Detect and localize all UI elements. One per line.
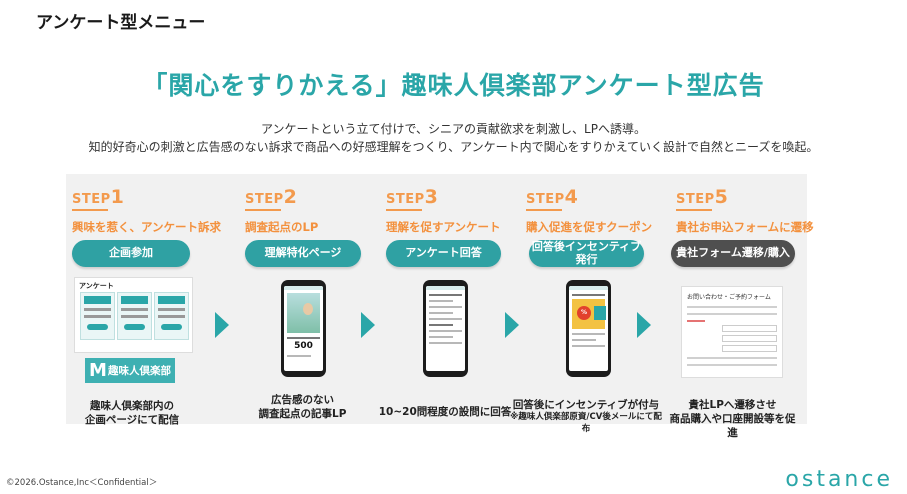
- arrow-right-icon: [505, 312, 519, 338]
- step-1-label: STEP1: [72, 186, 125, 208]
- survey-card: [80, 292, 115, 340]
- step-1-title: 興味を惹く、アンケート訴求: [72, 220, 222, 234]
- step-1-underline: [72, 209, 108, 211]
- survey-card: [154, 292, 189, 340]
- step-5-underline: [676, 209, 712, 211]
- step-2-caption: 広告感のない調査起点の記事LP: [258, 394, 347, 421]
- step-2-title: 調査起点のLP: [245, 220, 319, 234]
- survey-card: [117, 292, 152, 340]
- arrow-right-icon: [215, 312, 229, 338]
- step-5-caption: 貴社LPへ遷移させ商品購入や口座開設等を促進: [669, 399, 796, 440]
- subtitle-line-2: 知的好奇心の刺激と広告感のない訴求で商品への好感理解をつくり、アンケート内で関心…: [88, 140, 819, 154]
- lp-price: 500: [294, 341, 313, 351]
- step-4-caption: 回答後にインセンティブが付与※趣味人倶楽部原資/CV後メールにて配布: [510, 399, 662, 434]
- step-2-pill: 理解特化ページ: [245, 240, 361, 267]
- step-2: STEP2 調査起点のLP: [245, 186, 395, 235]
- step-5: STEP5 貴社お申込フォームに遷移: [676, 186, 826, 235]
- step-4: STEP4 購入促進を促すクーポン: [526, 186, 676, 235]
- step-1-caption: 趣味人倶楽部内の企画ページにて配信: [84, 400, 180, 427]
- arrow-right-icon: [637, 312, 651, 338]
- step-4-title: 購入促進を促すクーポン: [526, 220, 653, 234]
- step-4-underline: [526, 209, 562, 211]
- step-4-label: STEP4: [526, 186, 579, 208]
- step-4-phone-coupon-mock: %: [566, 280, 611, 377]
- step-2-label: STEP2: [245, 186, 298, 208]
- main-title: 「関心をすりかえる」趣味人倶楽部アンケート型広告: [142, 71, 765, 100]
- arrow-right-icon: [361, 312, 375, 338]
- footer-copyright: ©2026.Ostance,Inc＜Confidential＞: [6, 478, 158, 488]
- step-2-underline: [245, 209, 281, 211]
- club-logo-mark: M: [89, 360, 107, 381]
- step-5-form-mock: お問い合わせ・ご予約フォーム: [681, 286, 783, 378]
- page-header-title: アンケート型メニュー: [36, 13, 206, 33]
- club-logo-text: 趣味人倶楽部: [108, 365, 171, 377]
- step-1: STEP1 興味を惹く、アンケート訴求: [72, 186, 222, 235]
- step-4-pill: 回答後インセンティブ発行: [529, 240, 644, 267]
- step-3-caption: 10~20問程度の設問に回答: [378, 406, 512, 418]
- step-5-title: 貴社お申込フォームに遷移: [676, 220, 814, 234]
- step-1-pill: 企画参加: [72, 240, 190, 267]
- lp-hero-image: [287, 293, 320, 333]
- step-3-underline: [386, 209, 422, 211]
- step-1-mock-header: アンケート: [79, 282, 114, 290]
- step-2-phone-lp-mock: 500: [281, 280, 326, 377]
- coupon-image: %: [572, 299, 606, 329]
- step-1-survey-page-mock: アンケート: [74, 277, 193, 353]
- step-3-title: 理解を促すアンケート: [386, 220, 501, 234]
- step-5-label: STEP5: [676, 186, 729, 208]
- form-mock-title: お問い合わせ・ご予約フォーム: [687, 294, 771, 301]
- step-5-pill: 貴社フォーム遷移/購入: [671, 240, 795, 267]
- step-3: STEP3 理解を促すアンケート: [386, 186, 536, 235]
- step-3-label: STEP3: [386, 186, 439, 208]
- ostance-logo: ostance: [785, 467, 893, 492]
- step-3-phone-survey-mock: [423, 280, 468, 377]
- shumijin-club-logo: M 趣味人倶楽部: [85, 358, 175, 383]
- subtitle-line-1: アンケートという立て付けで、シニアの貢献欲求を刺激し、LPへ誘導。: [261, 122, 646, 136]
- step-3-pill: アンケート回答: [386, 240, 501, 267]
